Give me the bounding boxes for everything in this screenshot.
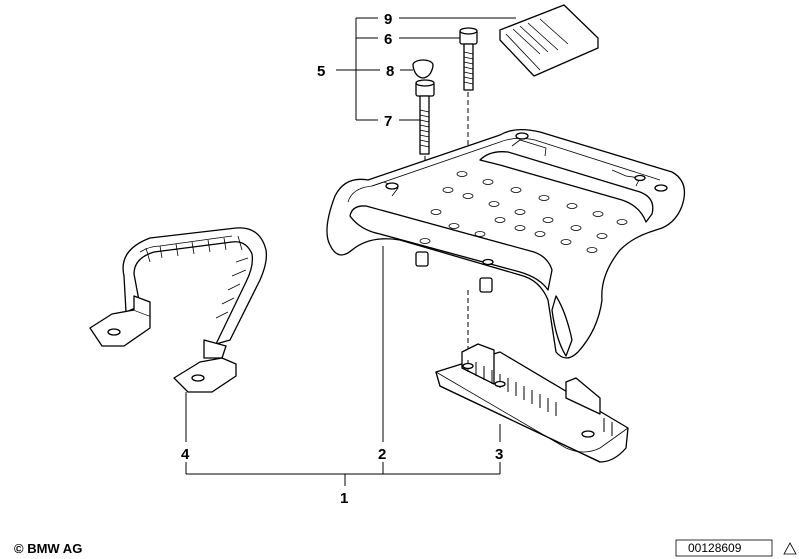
screw-short-part [459, 27, 478, 91]
diagram-id-text: 00128609 [688, 541, 742, 555]
callout-9: 9 [384, 11, 392, 28]
callout-4: 4 [181, 446, 190, 463]
deck-holes [419, 171, 628, 253]
callout-8: 8 [386, 63, 394, 80]
rack-part [326, 128, 686, 359]
strap-part [89, 227, 268, 393]
base-teeth [467, 360, 613, 436]
diagram-id-box [675, 539, 773, 557]
callout-3: 3 [495, 446, 503, 463]
callout-7: 7 [384, 113, 392, 130]
callout-6: 6 [384, 31, 392, 48]
callout-2: 2 [378, 446, 386, 463]
base-plate-part [435, 343, 629, 463]
callout-5: 5 [317, 63, 325, 80]
triangle-icon [783, 542, 797, 555]
callout-1: 1 [340, 490, 348, 507]
copyright-text: © BMW AG [14, 541, 82, 556]
screw-long-part [415, 79, 435, 155]
manual-part [499, 4, 599, 77]
leader-lines [185, 17, 516, 486]
cap-part [412, 59, 434, 79]
